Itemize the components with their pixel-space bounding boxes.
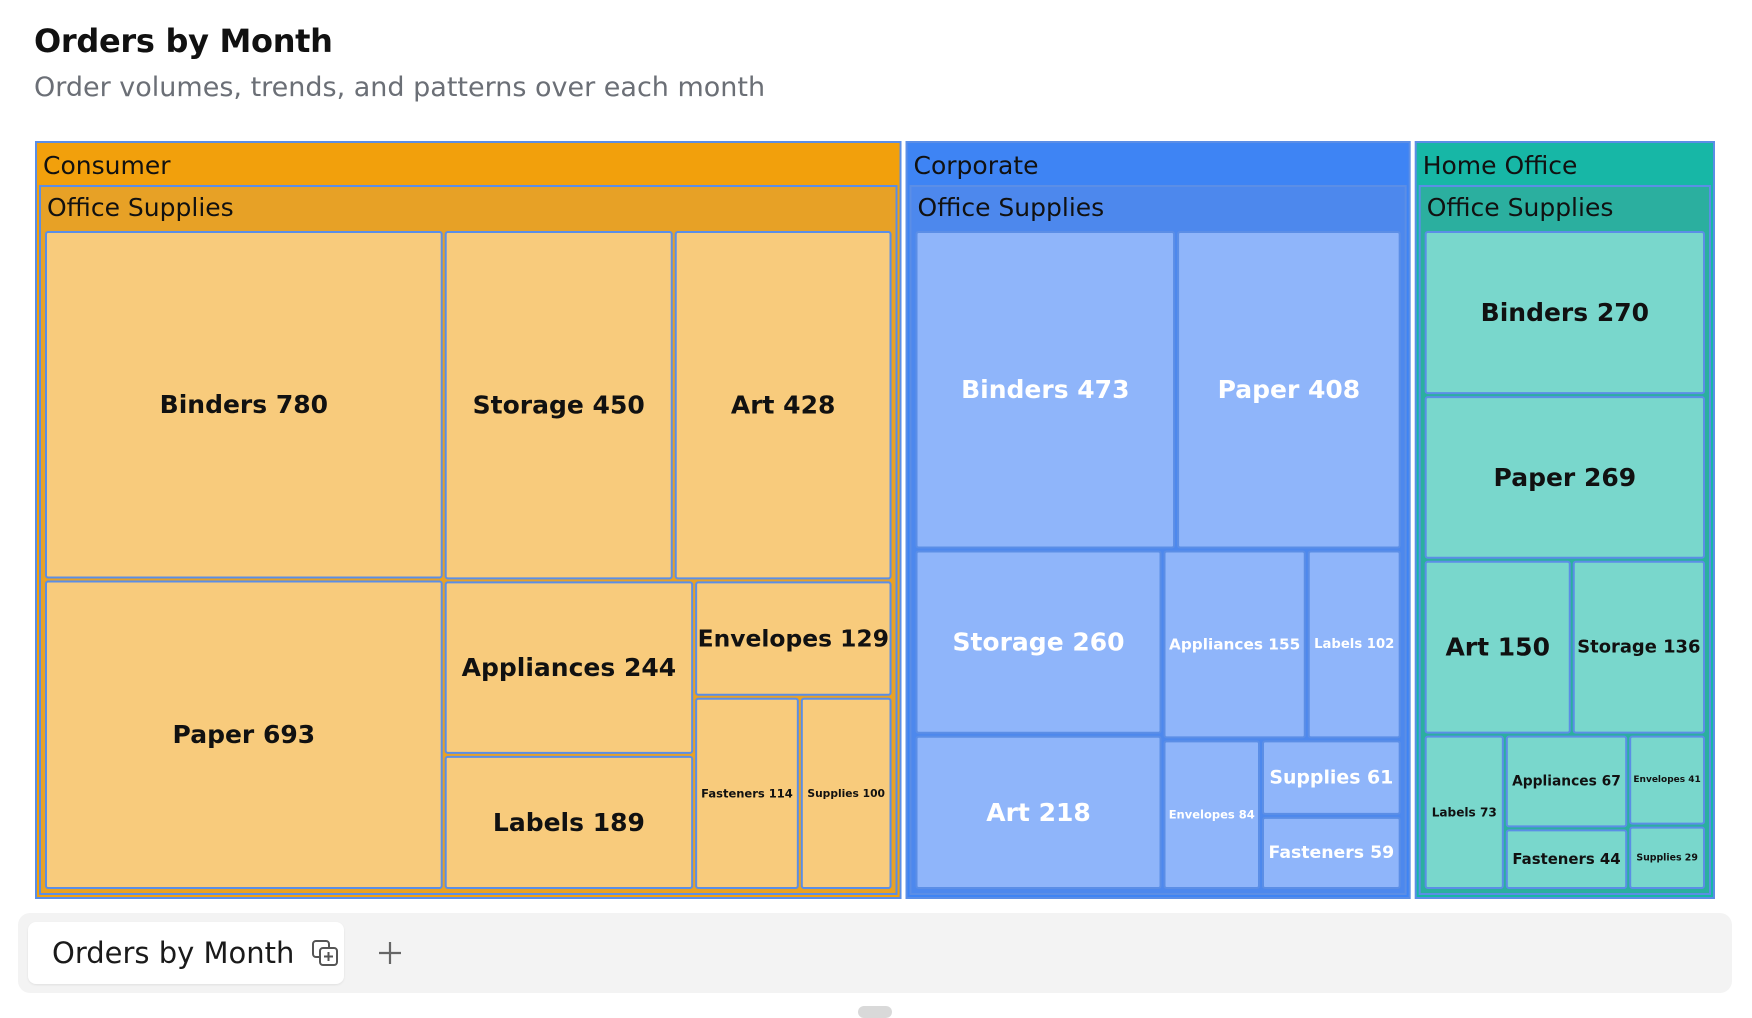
tile-label-corporate-supplies: Supplies 61 — [1269, 767, 1393, 789]
plus-icon — [379, 942, 401, 964]
tile-corporate-labels[interactable] — [1307, 550, 1401, 739]
tile-corporate-envelopes[interactable] — [1163, 740, 1260, 889]
tile-home-office-binders[interactable] — [1424, 231, 1705, 395]
tile-consumer-supplies[interactable] — [800, 697, 892, 889]
tile-label-corporate-appliances: Appliances 155 — [1169, 635, 1300, 653]
group-label-corporate: Corporate — [914, 151, 1039, 180]
tile-label-corporate-labels: Labels 102 — [1314, 637, 1394, 652]
tile-consumer-labels[interactable] — [444, 755, 694, 890]
tile-home-office-art[interactable] — [1424, 560, 1571, 734]
tile-label-consumer-binders: Binders 780 — [160, 390, 328, 419]
tile-label-corporate-art: Art 218 — [986, 798, 1091, 827]
tab-orders-by-month[interactable]: Orders by Month — [28, 922, 344, 984]
tile-corporate-fasteners[interactable] — [1261, 816, 1401, 889]
tile-label-corporate-fasteners: Fasteners 59 — [1269, 843, 1395, 863]
tile-label-home-office-art: Art 150 — [1445, 633, 1550, 662]
tile-corporate-supplies[interactable] — [1261, 740, 1401, 815]
tile-home-office-storage[interactable] — [1572, 560, 1706, 734]
tile-label-home-office-appliances: Appliances 67 — [1512, 774, 1621, 790]
tile-consumer-binders[interactable] — [45, 231, 443, 579]
tile-consumer-art[interactable] — [674, 231, 892, 580]
group-label-consumer: Consumer — [43, 151, 171, 180]
tile-corporate-art[interactable] — [915, 735, 1162, 889]
tile-consumer-storage[interactable] — [444, 231, 673, 580]
tab-label: Orders by Month — [52, 936, 295, 970]
tile-label-home-office-binders: Binders 270 — [1481, 298, 1649, 327]
subgroup-label-corporate: Office Supplies — [918, 193, 1105, 222]
tile-consumer-fasteners[interactable] — [695, 697, 799, 889]
group-label-home-office: Home Office — [1423, 151, 1578, 180]
tile-label-home-office-envelopes: Envelopes 41 — [1633, 775, 1700, 785]
tile-home-office-fasteners[interactable] — [1505, 829, 1628, 890]
tile-home-office-paper[interactable] — [1424, 396, 1705, 559]
tile-consumer-appliances[interactable] — [444, 581, 694, 754]
page-title: Orders by Month — [34, 22, 333, 60]
tile-label-home-office-paper: Paper 269 — [1494, 463, 1637, 492]
tile-consumer-paper[interactable] — [45, 580, 443, 889]
tile-label-home-office-supplies: Supplies 29 — [1636, 852, 1698, 863]
tile-label-consumer-storage: Storage 450 — [473, 391, 645, 420]
tile-home-office-labels[interactable] — [1424, 735, 1504, 889]
tile-label-consumer-art: Art 428 — [731, 391, 836, 420]
tile-label-consumer-appliances: Appliances 244 — [462, 653, 677, 682]
duplicate-icon[interactable] — [310, 938, 340, 968]
tile-label-consumer-supplies: Supplies 100 — [807, 787, 885, 800]
tile-label-consumer-labels: Labels 189 — [493, 808, 645, 837]
tile-corporate-storage[interactable] — [915, 550, 1162, 734]
tile-home-office-appliances[interactable] — [1505, 735, 1628, 828]
tile-label-corporate-binders: Binders 473 — [961, 375, 1129, 404]
add-tab-button[interactable] — [368, 931, 412, 975]
tile-label-home-office-fasteners: Fasteners 44 — [1512, 850, 1620, 868]
drag-handle[interactable] — [858, 1006, 892, 1018]
subgroup-label-home-office: Office Supplies — [1427, 193, 1614, 222]
subgroup-label-consumer: Office Supplies — [47, 193, 234, 222]
tile-label-home-office-storage: Storage 136 — [1577, 637, 1700, 658]
tile-label-consumer-envelopes: Envelopes 129 — [698, 625, 889, 653]
tile-home-office-supplies[interactable] — [1629, 826, 1705, 889]
tile-label-corporate-storage: Storage 260 — [952, 628, 1124, 657]
page-subtitle: Order volumes, trends, and patterns over… — [34, 72, 766, 103]
tile-label-consumer-fasteners: Fasteners 114 — [701, 786, 793, 800]
tile-label-consumer-paper: Paper 693 — [173, 720, 316, 749]
tile-corporate-paper[interactable] — [1177, 231, 1401, 549]
tile-label-home-office-labels: Labels 73 — [1432, 805, 1497, 819]
tile-corporate-binders[interactable] — [915, 231, 1176, 549]
tab-bar: Orders by Month — [18, 913, 1732, 993]
tile-consumer-envelopes[interactable] — [695, 581, 892, 696]
tile-label-corporate-paper: Paper 408 — [1218, 375, 1361, 404]
tile-label-corporate-envelopes: Envelopes 84 — [1169, 808, 1255, 822]
tile-home-office-envelopes[interactable] — [1629, 735, 1705, 825]
tile-corporate-appliances[interactable] — [1163, 550, 1306, 739]
